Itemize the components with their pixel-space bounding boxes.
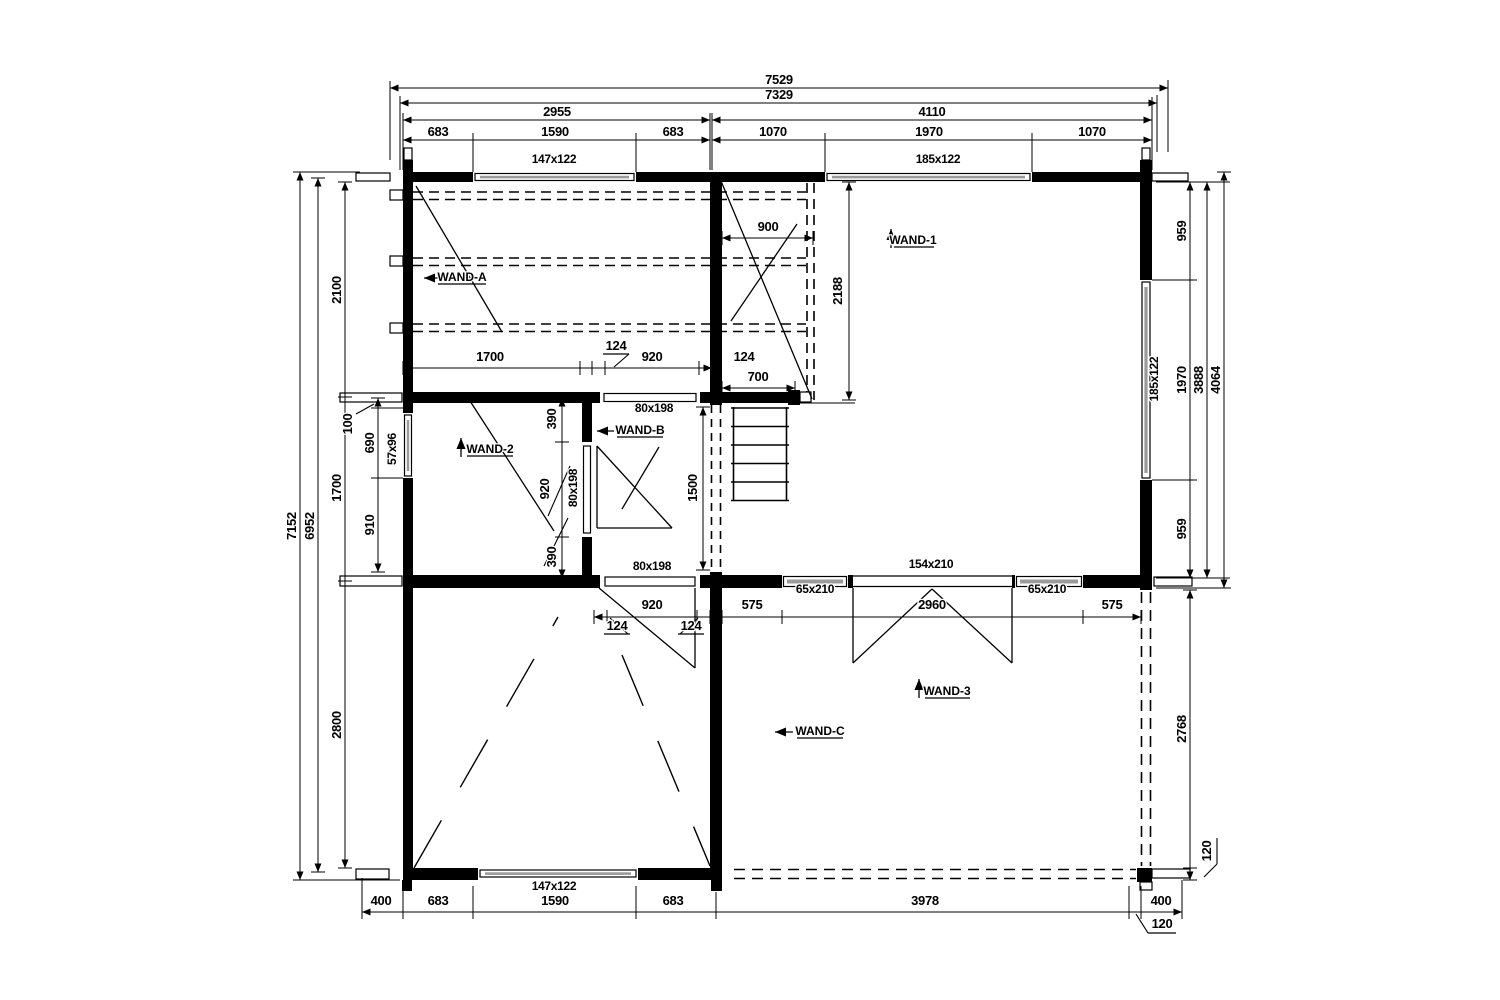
dim-920-interior: 920 <box>537 479 552 500</box>
window-label-57x96: 57x96 <box>385 432 399 464</box>
dim-700: 700 <box>748 369 769 384</box>
door-label-80x198-midwall: 80x198 <box>633 559 672 573</box>
dashed-lines <box>413 183 1152 880</box>
wall-tag-wand-3: WAND-3 <box>923 684 971 698</box>
dim-959-lower: 959 <box>1174 519 1189 540</box>
dim-400-bottom-left: 400 <box>371 893 392 908</box>
wall-tag-wand-c: WAND-C <box>795 724 845 738</box>
dim-920-mid: 920 <box>642 349 663 364</box>
dim-124-bottom-right: 124 <box>681 618 703 633</box>
dim-683-bottom-left: 683 <box>428 893 449 908</box>
door-label-80x198-interior: 80x198 <box>566 468 580 507</box>
dim-683-top-left: 683 <box>428 124 449 139</box>
window-label-185x122-top: 185x122 <box>916 152 961 166</box>
wall-tag-wand-a: WAND-A <box>437 270 487 284</box>
dim-1590-top: 1590 <box>541 124 569 139</box>
opening-diagonals <box>415 180 1013 669</box>
door-leaves <box>582 392 1012 588</box>
dim-overall-7529: 7529 <box>765 72 793 87</box>
window-symbols <box>403 172 1151 878</box>
dim-124-bottom-left: 124 <box>607 618 629 633</box>
dim-120-right: 120 <box>1199 841 1214 862</box>
dim-2100: 2100 <box>329 276 344 304</box>
dim-4064: 4064 <box>1208 365 1223 394</box>
dim-1070-left: 1070 <box>759 124 787 139</box>
dim-575-right: 575 <box>1102 597 1123 612</box>
window-label-147x122-top: 147x122 <box>532 152 577 166</box>
stair-symbol <box>731 407 789 502</box>
dim-959-upper: 959 <box>1174 221 1189 242</box>
dim-1700-left: 1700 <box>329 474 344 502</box>
dim-690: 690 <box>362 433 377 454</box>
dim-2768: 2768 <box>1174 715 1189 743</box>
dim-6952: 6952 <box>302 512 317 540</box>
dim-683-top-right: 683 <box>663 124 684 139</box>
wall-middle-upper <box>710 172 722 405</box>
dim-390-upper: 390 <box>544 409 559 430</box>
door-label-154x210: 154x210 <box>909 557 954 571</box>
window-label-65x210-right: 65x210 <box>1028 582 1067 596</box>
dim-2955: 2955 <box>543 104 571 119</box>
dim-1700-mid: 1700 <box>476 349 504 364</box>
dim-920-bottom: 920 <box>642 597 663 612</box>
wall-middle-lower <box>710 572 722 880</box>
dim-4110: 4110 <box>918 104 945 119</box>
wall-a-end-post <box>788 390 800 405</box>
wall-top <box>403 172 1152 182</box>
dim-overall-7329: 7329 <box>765 87 793 102</box>
window-label-147x122-bottom: 147x122 <box>532 879 577 893</box>
wall-left <box>403 160 413 880</box>
dim-2960: 2960 <box>918 597 946 612</box>
wall-tag-arrows <box>424 229 924 737</box>
dim-124-mid-right: 124 <box>734 349 756 364</box>
dim-2800: 2800 <box>329 711 344 739</box>
dim-7152: 7152 <box>284 512 299 540</box>
labels: 7529 7329 2955 4110 683 1590 683 1070 19… <box>283 71 1225 933</box>
dim-1970-top: 1970 <box>915 124 943 139</box>
dim-124-mid-left: 124 <box>606 338 628 353</box>
dim-2188: 2188 <box>830 277 845 305</box>
dim-100: 100 <box>340 414 355 435</box>
dim-3978: 3978 <box>911 893 939 908</box>
window-label-185x122-right: 185x122 <box>1147 356 1161 401</box>
dim-400-bottom-right: 400 <box>1151 893 1172 908</box>
wall-tag-wand-b: WAND-B <box>615 423 665 437</box>
dim-1590-bottom: 1590 <box>541 893 569 908</box>
door-label-80x198-walla: 80x198 <box>635 401 674 415</box>
dim-900: 900 <box>758 219 779 234</box>
porch-corner-post <box>1137 868 1152 882</box>
dim-575-left: 575 <box>742 597 763 612</box>
dimension-lines <box>293 80 1231 934</box>
dim-1970-right: 1970 <box>1174 366 1189 394</box>
window-label-65x210-left: 65x210 <box>796 582 835 596</box>
dim-120-bottom: 120 <box>1152 916 1173 931</box>
dim-3888: 3888 <box>1191 366 1206 394</box>
dim-910: 910 <box>362 515 377 536</box>
wall-tag-wand-2: WAND-2 <box>466 442 514 456</box>
dim-390-lower: 390 <box>544 547 559 568</box>
dim-1500: 1500 <box>685 474 700 502</box>
wall-tag-wand-1: WAND-1 <box>889 233 937 247</box>
dim-1070-right: 1070 <box>1078 124 1106 139</box>
dim-683-bottom-right: 683 <box>663 893 684 908</box>
